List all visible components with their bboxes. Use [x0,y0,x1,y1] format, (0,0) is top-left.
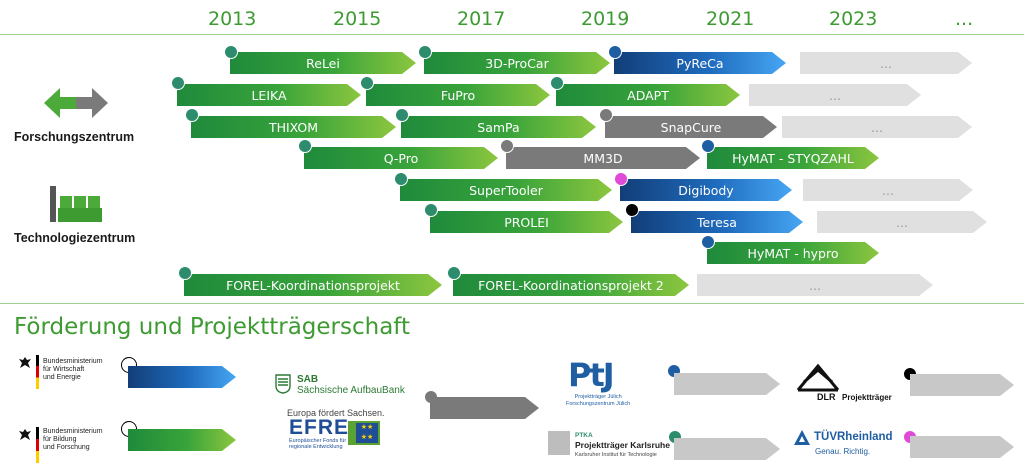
project-start-dot [599,108,613,122]
ptka-logo-box [548,431,570,455]
year-2023: 2023 [829,8,878,30]
future-placeholder: ... [697,274,933,296]
funding-arrow-ptj [674,373,780,395]
project-mm3d: MM3D [506,147,700,169]
tuv-triangle-icon [794,430,810,445]
bmwi-logo-text: Bundesministerium für Wirtschaft und Ene… [43,358,103,381]
funding-arrow-sab [430,397,539,419]
efre-logo-text: EFRE [289,416,350,439]
saxony-crest-icon [275,374,291,394]
header-divider [0,34,1024,35]
funding-arrow-ptka [674,438,780,460]
project-thixom: THIXOM [191,116,396,138]
future-placeholder: ... [803,179,973,201]
project-start-dot [171,76,185,90]
project-pyreca: PyReCa [614,52,786,74]
german-flag-stripe [36,355,39,389]
project-start-dot [701,139,715,153]
future-placeholder: ... [817,211,987,233]
project-hymat-styqzahl: HyMAT - STYQZAHL [707,147,879,169]
year-2017: 2017 [457,8,506,30]
project-start-dot [701,235,715,249]
funding-heading: Förderung und Projektträgerschaft [14,314,411,340]
project-start-dot [394,172,408,186]
ptka-subtext: Karlsruher Institut für Technologie [575,452,657,458]
label-forschungszentrum: Forschungszentrum [14,130,135,144]
future-placeholder: ... [800,52,972,74]
dlr-subtext: Projektträger [842,393,892,402]
project-start-dot [418,45,432,59]
project-start-dot [424,203,438,217]
section-divider [0,303,1024,304]
project-start-dot [608,45,622,59]
ptka-name: Projektträger Karlsruhe [575,440,670,450]
project-sampa: SamPa [401,116,596,138]
efre-tagline: Europa fördert Sachsen. [287,408,385,418]
year-more: ... [955,8,974,30]
ptj-logo: PtJ [568,356,615,394]
project-digibody: Digibody [620,179,792,201]
project-start-dot [298,139,312,153]
future-placeholder: ... [749,84,921,106]
german-flag-stripe [36,427,39,463]
label-technologiezentrum: Technologiezentrum [14,231,136,245]
project-prolei: PROLEI [430,211,623,233]
factory-icon [50,186,102,222]
project-start-dot [224,45,238,59]
project-start-dot [500,139,514,153]
future-placeholder: ... [782,116,972,138]
project-forel-1: FOREL-Koordinationsprojekt [184,274,442,296]
project-start-dot [550,76,564,90]
tuv-subtext: Genau. Richtig. [815,447,871,456]
project-3d-procar: 3D-ProCar [424,52,610,74]
bmbf-logo-text: Bundesministerium für Bildung und Forsch… [43,428,103,451]
funding-arrow-tuv [910,436,1014,458]
ptj-subtext: Projektträger Jülich Forschungszentrum J… [566,394,631,407]
project-start-dot [178,266,192,280]
dlr-logo-icon [796,364,840,392]
sab-long: Sächsische AufbauBank [297,385,405,396]
project-start-dot [185,108,199,122]
project-forel-2: FOREL-Koordinationsprojekt 2 [453,274,689,296]
project-relei: ReLei [230,52,416,74]
efre-subtext: Europäischer Fonds für regionale Entwick… [289,438,347,450]
project-hymat-hypro: HyMAT - hypro [707,242,879,264]
project-snapcure: SnapCure [605,116,777,138]
eagle-icon [19,357,31,368]
project-q-pro: Q-Pro [304,147,498,169]
exchange-arrows-icon [44,88,108,118]
project-supertooler: SuperTooler [400,179,612,201]
project-fupro: FuPro [366,84,550,106]
project-start-dot [395,108,409,122]
tuv-logo-text: TÜVRheinland [814,431,893,443]
project-start-dot [360,76,374,90]
funding-arrow-dlr [910,374,1014,396]
ptka-short: PTKA [575,432,593,439]
project-start-dot [614,172,628,186]
eu-flag-icon: ★★★★ [356,423,378,443]
year-2013: 2013 [208,8,257,30]
project-start-dot [625,203,639,217]
year-2021: 2021 [706,8,755,30]
project-leika: LEIKA [177,84,361,106]
year-2019: 2019 [581,8,630,30]
project-start-dot [447,266,461,280]
project-adapt: ADAPT [556,84,740,106]
dlr-logo-text: DLR [817,392,836,402]
project-teresa: Teresa [631,211,803,233]
eagle-icon [19,429,31,440]
funding-arrow-bmbf [128,429,236,451]
sab-short: SAB [297,374,319,385]
funding-arrow-bmwi [128,366,236,388]
year-2015: 2015 [333,8,382,30]
